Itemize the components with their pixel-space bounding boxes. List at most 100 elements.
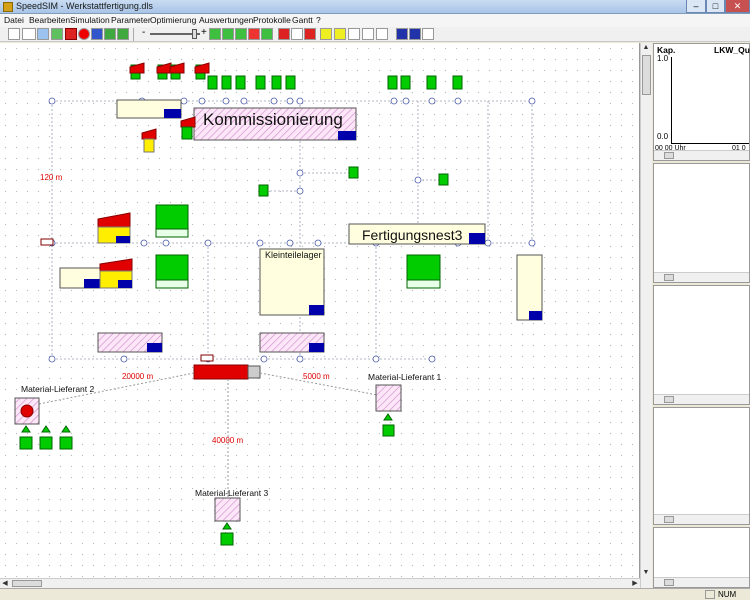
menu-help[interactable]: ? <box>316 15 321 25</box>
green-buffer[interactable] <box>438 173 449 186</box>
chart-y-max: 1.0 <box>657 54 669 63</box>
scroll-down-icon[interactable]: ▼ <box>642 569 650 576</box>
chart-x-right-label: 01 0 <box>732 145 746 152</box>
flag-icon[interactable] <box>278 28 290 40</box>
green-station[interactable] <box>235 75 246 90</box>
storage-right[interactable] <box>516 254 543 321</box>
menu-gantt[interactable]: Gantt <box>292 15 313 25</box>
canvas-horizontal-scrollbar[interactable]: ◀ ▶ <box>0 578 640 588</box>
menu-simulation[interactable]: Simulation <box>70 15 110 25</box>
select-icon[interactable] <box>8 28 20 40</box>
text-icon[interactable] <box>51 28 63 40</box>
chart-x-axis <box>671 143 749 144</box>
green-station[interactable] <box>400 75 411 90</box>
grid-icon[interactable] <box>37 28 49 40</box>
pause-icon[interactable] <box>235 28 247 40</box>
worker2-icon[interactable] <box>104 28 116 40</box>
distance-120: 120 m <box>40 173 63 182</box>
green-station[interactable] <box>387 75 398 90</box>
menu-protokolle[interactable]: Protokolle <box>253 15 291 25</box>
dots-icon[interactable] <box>348 28 360 40</box>
close-button[interactable]: ✕ <box>725 0 750 13</box>
chart-panel-4 <box>653 407 750 525</box>
top-resources <box>129 62 463 90</box>
red-worker-stack <box>194 62 210 80</box>
speed-slider-track[interactable] <box>150 33 200 35</box>
green-machine-lower[interactable] <box>155 254 189 289</box>
material-lieferant-3[interactable]: Material-Lieferant 3 <box>195 488 269 546</box>
machine-icon[interactable] <box>65 28 77 40</box>
green-buffer[interactable] <box>348 166 359 179</box>
title-bar: SpeedSIM - Werkstattfertigung.dls – □ ✕ <box>0 0 750 14</box>
record-icon[interactable] <box>78 28 90 40</box>
green-station[interactable] <box>207 75 218 90</box>
green-station[interactable] <box>426 75 437 90</box>
paste-icon[interactable] <box>334 28 346 40</box>
stop-icon[interactable] <box>248 28 260 40</box>
horizontal-scroll-thumb[interactable] <box>12 580 42 587</box>
minimize-button[interactable]: – <box>686 0 706 13</box>
left-machine-lower[interactable] <box>59 258 133 289</box>
menu-optimierung[interactable]: Optimierung <box>150 15 197 25</box>
speed-slider-knob[interactable] <box>192 29 197 39</box>
distance-5000: 5000 m <box>303 372 330 381</box>
maximize-button[interactable]: □ <box>706 0 725 13</box>
red-worker-stack <box>156 62 172 80</box>
model-canvas[interactable]: Kommissionierung 120 m Fertigungsnest3 <box>0 43 640 588</box>
left-machine-upper[interactable] <box>97 212 131 244</box>
flag-red-icon[interactable] <box>304 28 316 40</box>
worker-icon[interactable] <box>91 28 103 40</box>
material-station-2[interactable] <box>259 332 325 353</box>
material-lieferant-2[interactable]: Material-Lieferant 2 <box>14 384 95 450</box>
lieferant3-label: Material-Lieferant 3 <box>195 488 269 498</box>
scroll-right-icon[interactable]: ▶ <box>632 580 638 587</box>
zoom-out-icon[interactable] <box>396 28 408 40</box>
zoom-in-icon[interactable] <box>409 28 421 40</box>
vertical-scroll-thumb[interactable] <box>642 55 651 95</box>
route-icon[interactable] <box>376 28 388 40</box>
connect-icon[interactable] <box>362 28 374 40</box>
chart-panel-scrollbar[interactable] <box>654 577 749 587</box>
chart-left-title: Kap. <box>657 45 676 55</box>
menu-parameter[interactable]: Parameter <box>111 15 151 25</box>
menu-bearbeiten[interactable]: Bearbeiten <box>29 15 71 25</box>
kleinteilelager-station[interactable]: Kleinteilelager <box>259 248 325 316</box>
green-station[interactable] <box>221 75 232 90</box>
zoom-icon[interactable] <box>422 28 434 40</box>
truck-loading-dock[interactable] <box>193 354 261 380</box>
scroll-up-icon[interactable]: ▲ <box>642 44 650 51</box>
canvas-vertical-scrollbar[interactable]: ▲ ▼ <box>640 43 652 588</box>
green-station[interactable] <box>285 75 296 90</box>
truck-icon[interactable] <box>117 28 129 40</box>
line-icon[interactable] <box>22 28 36 40</box>
status-bar: NUM <box>0 588 750 600</box>
scroll-left-icon[interactable]: ◀ <box>2 580 8 587</box>
green-station[interactable] <box>255 75 266 90</box>
text-a-icon[interactable] <box>291 28 303 40</box>
kommissionierung-label: Kommissionierung <box>203 110 343 129</box>
chart-panel-scrollbar[interactable] <box>654 150 749 160</box>
distance-40000: 40000 m <box>212 436 243 445</box>
menu-auswertungen[interactable]: Auswertungen <box>199 15 254 25</box>
chart-panel-scrollbar[interactable] <box>654 394 749 404</box>
material-station-1[interactable] <box>97 332 163 353</box>
green-machine-upper[interactable] <box>155 204 189 238</box>
copy-icon[interactable] <box>320 28 332 40</box>
chart-y-min: 0.0 <box>657 132 669 141</box>
chart-panel-scrollbar[interactable] <box>654 514 749 524</box>
menu-datei[interactable]: Datei <box>4 15 24 25</box>
chart-panel-1: Kap. LKW_Que 1.0 0.0 00 00 Uhr 01 0 <box>653 43 750 161</box>
fertigungsnest3-station[interactable]: Fertigungsnest3 <box>348 223 486 245</box>
material-lieferant-1[interactable]: Material-Lieferant 1 <box>368 372 442 437</box>
green-buffer[interactable] <box>258 184 269 197</box>
kommissionierung-station[interactable]: Kommissionierung <box>193 107 357 141</box>
chart-panel-5 <box>653 527 750 588</box>
green-machine-right[interactable] <box>406 254 441 289</box>
play-icon[interactable] <box>209 28 221 40</box>
chart-panel-scrollbar[interactable] <box>654 272 749 282</box>
green-station[interactable] <box>452 75 463 90</box>
station-small-top-left[interactable] <box>116 99 182 119</box>
fast-forward-icon[interactable] <box>222 28 234 40</box>
step-icon[interactable] <box>261 28 273 40</box>
green-station[interactable] <box>271 75 282 90</box>
